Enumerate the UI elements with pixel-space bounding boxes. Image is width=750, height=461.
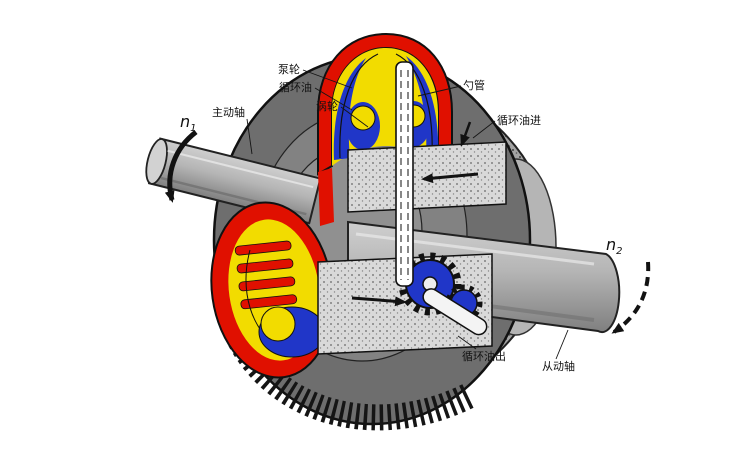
label-turbine: 涡轮 xyxy=(316,99,369,128)
pump-wheel-label: 泵轮 xyxy=(278,62,300,76)
label-oil-out: 循环油出 xyxy=(457,335,506,363)
flow-arrow-left xyxy=(421,172,479,184)
label-driving-shaft: 主动轴 xyxy=(212,105,253,155)
turbine-label: 涡轮 xyxy=(316,99,338,113)
scoop-tube-label: 勺管 xyxy=(463,78,485,92)
label-pump-wheel: 泵轮 xyxy=(278,62,353,89)
n1-speed-label: n1 xyxy=(180,112,197,134)
n2-rotation-arrow xyxy=(611,261,651,334)
labels: 泵轮 循环油 涡轮 主动轴 勺管 循环油进 循环油出 从动轴 xyxy=(180,62,623,373)
pump-core xyxy=(350,105,376,131)
wheel-rim-hatch xyxy=(228,333,476,431)
n2-speed-label: n2 xyxy=(606,235,623,257)
scoop-rod xyxy=(422,288,488,336)
upper-oil-duct xyxy=(347,141,507,213)
oil-out-label: 循环油出 xyxy=(462,349,506,363)
driving-shaft-label: 主动轴 xyxy=(212,105,245,119)
turbine-bottom-section xyxy=(210,201,334,379)
circulating-oil-label: 循环油 xyxy=(279,80,312,94)
label-driven-shaft: 从动轴 xyxy=(542,329,575,373)
flow-arrow-right xyxy=(351,296,407,307)
driven-shaft-label: 从动轴 xyxy=(542,359,575,373)
oil-core xyxy=(260,306,296,342)
oil-film-right xyxy=(406,56,439,158)
label-oil-in: 循环油进 xyxy=(472,113,541,139)
label-circulating-oil: 循环油 xyxy=(279,80,353,111)
label-scoop-tube: 勺管 xyxy=(417,78,485,97)
oil-in-label: 循环油进 xyxy=(497,113,541,127)
scoop-tube xyxy=(395,61,414,287)
n1-rotation-arrow xyxy=(164,130,198,203)
oil-in-arrow xyxy=(460,121,472,147)
